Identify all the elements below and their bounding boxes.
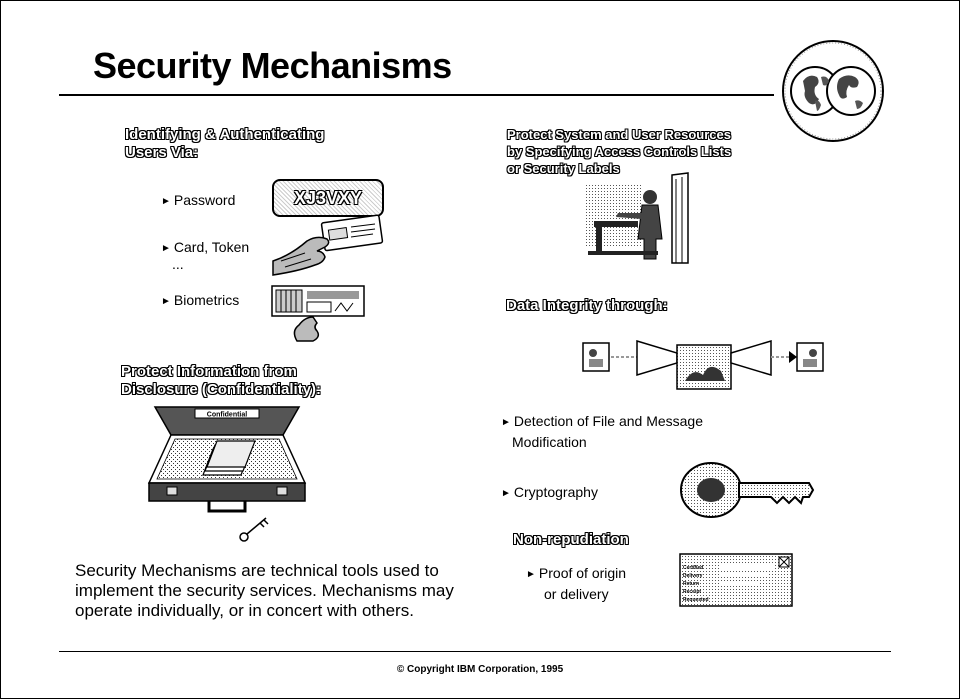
envelope-line-1: Certified	[683, 565, 703, 571]
auth-heading-line2: Users Via:	[125, 144, 199, 161]
access-heading-line1: Protect System and User Resources	[507, 127, 731, 142]
footer-divider	[59, 651, 891, 652]
bullet-ellipsis: ...	[172, 256, 184, 272]
copyright-notice: © Copyright IBM Corporation, 1995	[396, 664, 564, 675]
envelope-line-5: Requested	[683, 597, 709, 603]
bullet-cryptography-label: Cryptography	[513, 484, 598, 500]
data-transmission-icon	[582, 339, 824, 390]
bullet-arrow-icon: ►	[161, 196, 171, 207]
bullet-cryptography: ►Cryptography	[501, 483, 598, 504]
small-key-icon	[239, 517, 269, 542]
envelope-line-2: Delivery	[683, 573, 703, 579]
password-example-box: XJ3VXY	[272, 179, 384, 217]
page-title: Security Mechanisms	[93, 45, 452, 86]
hand-card-icon	[272, 214, 384, 276]
envelope-line-3: Return	[683, 581, 699, 587]
bullet-password-label: Password	[173, 192, 236, 208]
bullet-proof: ►Proof of origin or delivery	[526, 564, 626, 603]
access-door-icon	[586, 172, 689, 264]
bullet-biometrics-label: Biometrics	[173, 292, 240, 308]
title-divider	[59, 94, 774, 96]
bullet-arrow-icon: ►	[161, 296, 171, 307]
bullet-detection: ►Detection of File and Message Modificat…	[501, 412, 703, 451]
envelope-line-4: Receipt	[683, 589, 701, 595]
bullet-card-token-label: Card, Token	[173, 239, 250, 255]
globe-logo-icon	[782, 40, 884, 142]
auth-heading-line1: Identifying & Authenticating	[125, 126, 325, 143]
bullet-arrow-icon: ►	[526, 569, 536, 580]
auth-heading: Identifying & Authenticating Users Via:	[125, 126, 324, 162]
key-icon	[680, 462, 815, 518]
briefcase-label: Confidential	[207, 412, 247, 419]
access-control-heading: Protect System and User Resources by Spe…	[507, 126, 731, 177]
data-integrity-heading: Data Integrity through:	[506, 297, 668, 314]
confidentiality-heading-line1: Protect Information from	[121, 363, 297, 380]
summary-text: Security Mechanisms are technical tools …	[75, 561, 454, 620]
non-repudiation-heading: Non-repudiation	[513, 531, 629, 548]
envelope-icon: Certified Delivery Return Receipt Reques…	[679, 553, 793, 607]
password-example-text: XJ3VXY	[293, 187, 363, 208]
briefcase-icon: Confidential	[147, 406, 307, 513]
confidentiality-heading: Protect Information from Disclosure (Con…	[121, 363, 321, 399]
biometric-device-icon	[271, 285, 365, 342]
bullet-proof-line2: or delivery	[544, 586, 609, 602]
confidentiality-heading-line2: Disclosure (Confidentiality):	[121, 381, 322, 398]
bullet-proof-line1: Proof of origin	[538, 565, 627, 581]
access-heading-line3: or Security Labels	[507, 161, 620, 176]
bullet-password: ►Password	[161, 191, 235, 212]
access-heading-line2: by Specifying Access Controls Lists	[507, 144, 732, 159]
bullet-detection-line1: Detection of File and Message	[513, 413, 704, 429]
bullet-arrow-icon: ►	[501, 417, 511, 428]
bullet-biometrics: ►Biometrics	[161, 291, 239, 312]
bullet-arrow-icon: ►	[161, 243, 171, 254]
bullet-arrow-icon: ►	[501, 488, 511, 499]
bullet-detection-line2: Modification	[512, 434, 587, 450]
bullet-card-token: ►Card, Token	[161, 238, 249, 259]
